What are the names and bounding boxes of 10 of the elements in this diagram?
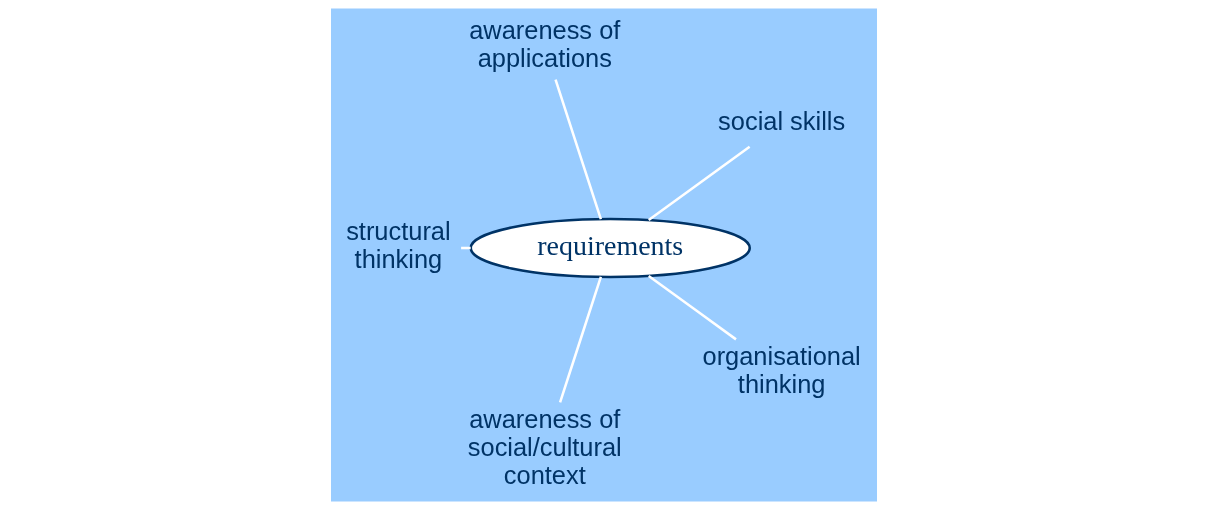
- node-text: structural thinking: [345, 217, 451, 274]
- node-text: awareness of applications: [468, 15, 620, 72]
- node-text: organisational thinking: [702, 341, 861, 398]
- connector: [558, 276, 602, 403]
- connector: [647, 274, 737, 341]
- node-text: awareness of social/cultural context: [467, 404, 622, 489]
- connector: [553, 79, 602, 220]
- connector: [647, 145, 750, 222]
- node-ellipse: requirements: [469, 217, 751, 279]
- node-text: social skills: [717, 106, 845, 135]
